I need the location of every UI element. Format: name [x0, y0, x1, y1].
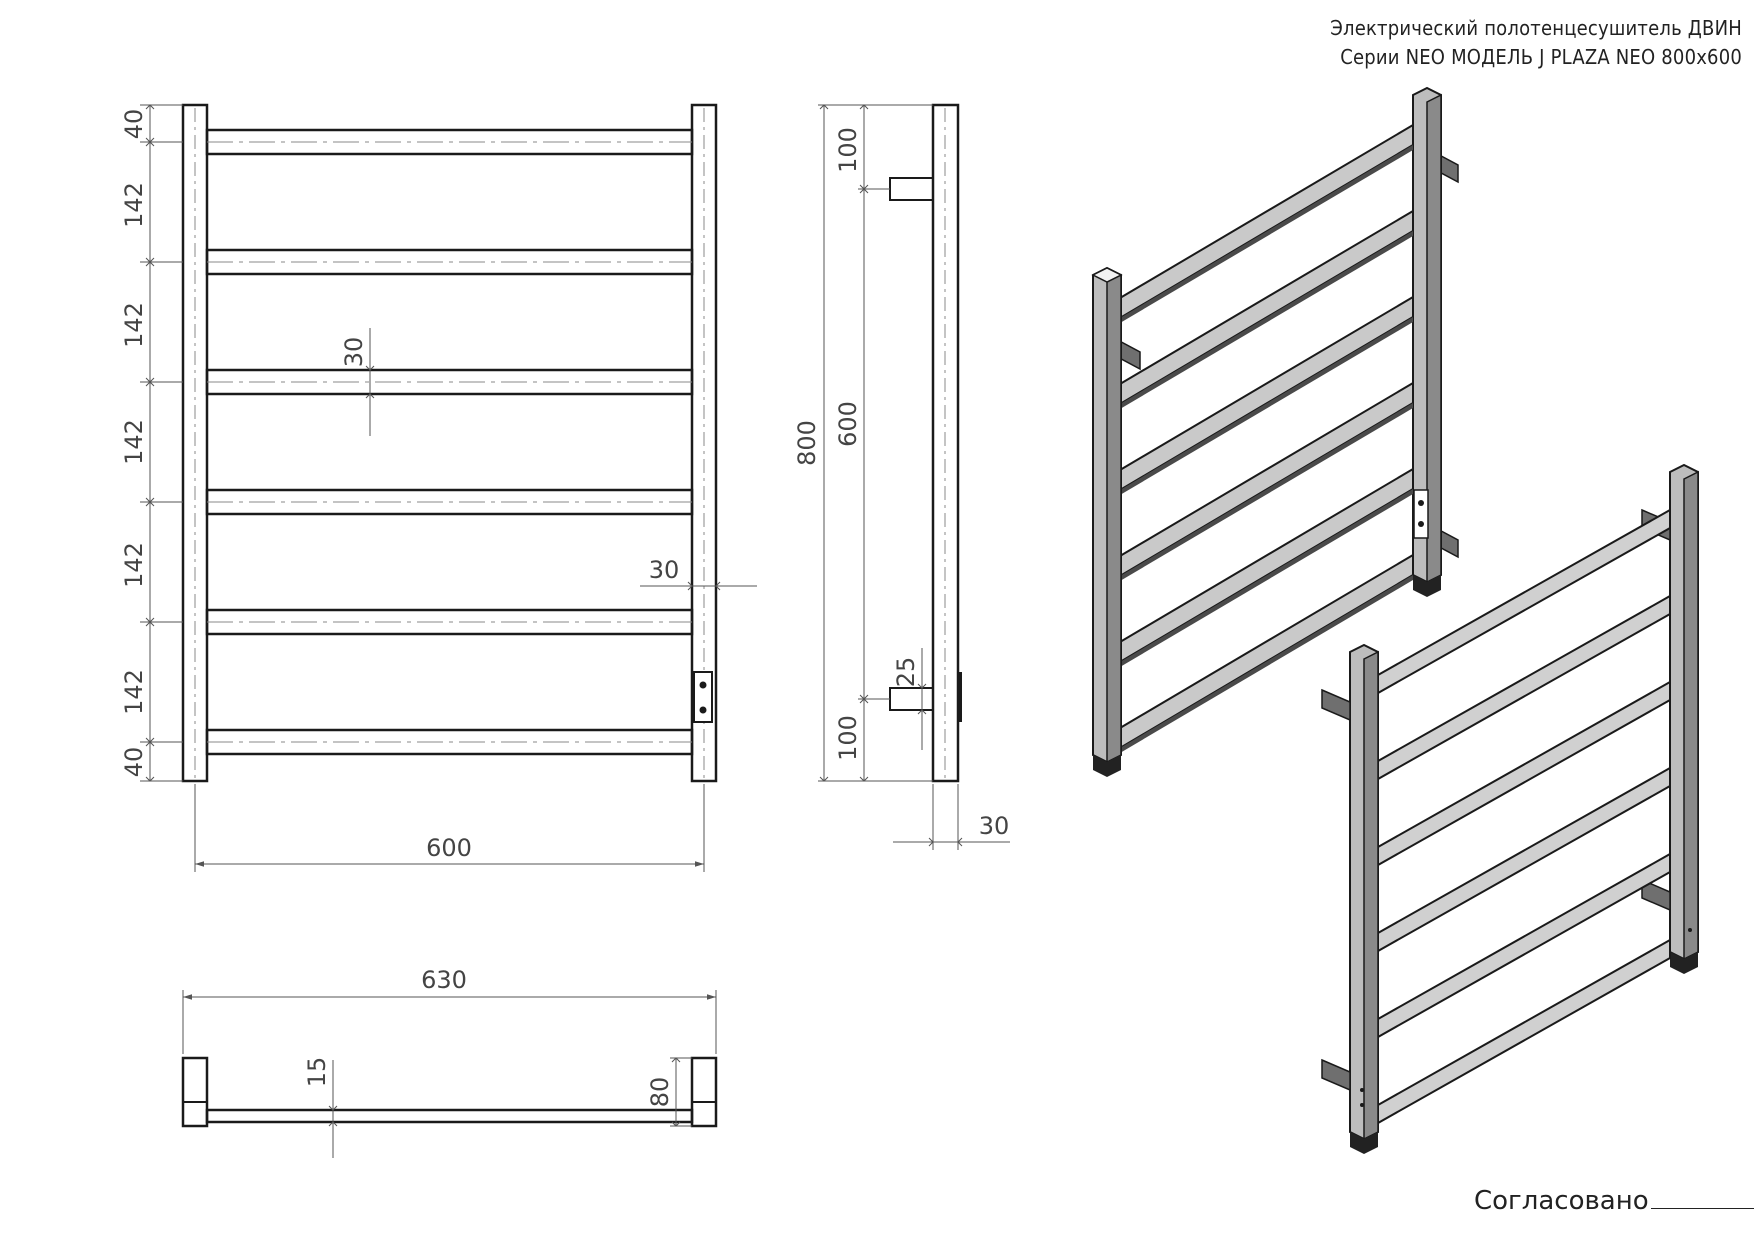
dim-top-depth: 80 [646, 1077, 674, 1108]
title-block: Электрический полотенцесушитель ДВИН Сер… [1330, 14, 1742, 72]
dim-front-gap-4: 142 [120, 542, 148, 588]
dim-side-mid: 600 [834, 401, 862, 447]
dim-top-total-width: 630 [421, 966, 467, 994]
dim-front-gap-2: 142 [120, 302, 148, 348]
approval-signature-line [1650, 1186, 1754, 1209]
dim-post-width: 30 [649, 556, 680, 584]
approval-label: Согласовано [1474, 1186, 1649, 1216]
dim-side-bracket: 25 [892, 657, 920, 688]
dim-side-top: 100 [834, 127, 862, 173]
isometric-rear-view [1321, 463, 1699, 1154]
dim-side-bottom: 100 [834, 715, 862, 761]
approval-field: Согласовано [1474, 1186, 1754, 1216]
title-line-2: Серии NEO МОДЕЛЬ J PLAZA NEO 800x600 [1340, 45, 1742, 69]
dim-front-gap-1: 142 [120, 182, 148, 228]
dim-front-gap-5: 142 [120, 669, 148, 715]
title-line-1: Электрический полотенцесушитель ДВИН [1330, 16, 1742, 40]
dim-front-bottom-margin: 40 [120, 747, 148, 778]
front-view: 40 142 142 142 142 142 40 30 30 600 [120, 103, 757, 872]
side-view: 800 100 600 100 25 30 [793, 103, 1010, 850]
dim-front-top-margin: 40 [120, 109, 148, 140]
dim-front-gap-3: 142 [120, 419, 148, 465]
dim-top-bar-thickness: 15 [303, 1057, 331, 1088]
top-view: 630 15 80 [181, 966, 718, 1158]
dim-bar-height: 30 [340, 337, 368, 368]
dim-front-width: 600 [426, 834, 472, 862]
isometric-front-view [1091, 86, 1459, 777]
dim-side-total: 800 [793, 420, 821, 466]
dim-side-depth: 30 [979, 812, 1010, 840]
